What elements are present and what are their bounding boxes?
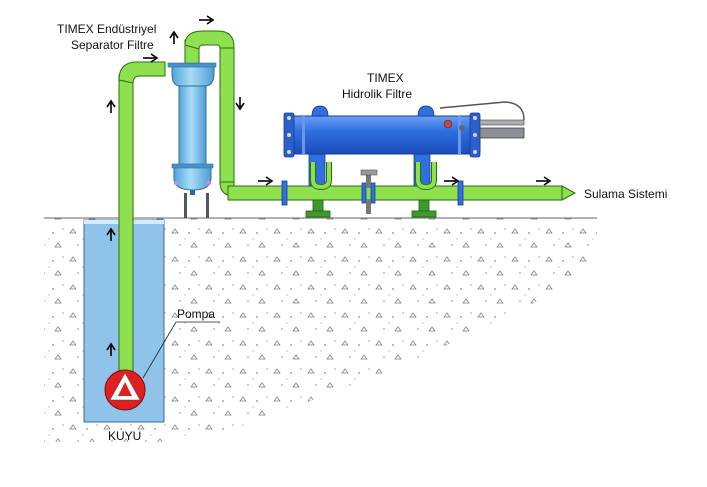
hydraulic-filter-label-line1: TIMEX [367, 71, 404, 85]
arrow-icon [143, 53, 159, 63]
arrow-icon [106, 342, 116, 356]
hydraulic-filter [283, 101, 525, 191]
pump-leader-line [142, 321, 177, 379]
separator-filter-label-line2: Separator Filtre [71, 38, 154, 52]
pipe-system [118, 30, 577, 381]
arrow-icon [536, 176, 552, 186]
arrow-icon [106, 227, 116, 241]
gate-valve [360, 169, 378, 214]
arrow-icon [444, 176, 460, 186]
flow-arrows [106, 15, 552, 356]
pump-label: Pompa [177, 307, 215, 321]
irrigation-system-label: Sulama Sistemi [584, 187, 667, 201]
separator-filter-label-line1: TIMEX Endüstriyel [57, 22, 156, 36]
arrow-icon [258, 176, 274, 186]
arrow-icon [235, 97, 245, 111]
pump-icon [104, 369, 146, 411]
separator-filter [167, 62, 217, 218]
arrow-icon [169, 30, 179, 44]
pipe-supports [305, 199, 437, 218]
well-label: KUYU [108, 429, 141, 443]
arrow-icon [106, 99, 116, 113]
arrow-icon [199, 15, 215, 25]
pipe-flanges [281, 180, 464, 206]
ground [44, 217, 597, 442]
hydraulic-filter-label-line2: Hidrolik Filtre [342, 87, 412, 101]
